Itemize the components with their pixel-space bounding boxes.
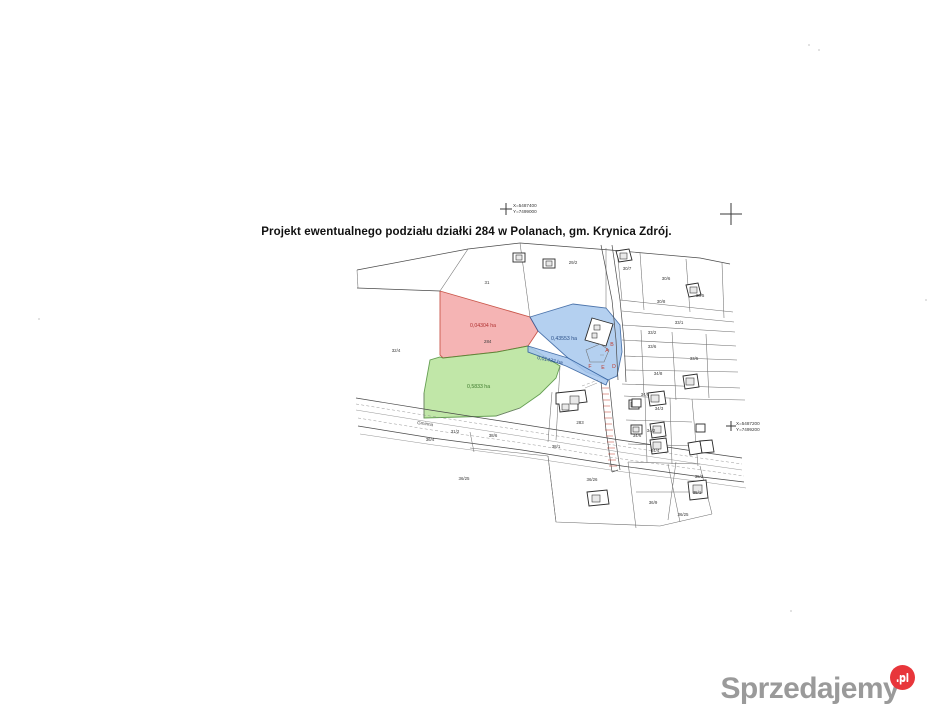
scan-speckle <box>38 318 40 320</box>
parcel-number-label: 33/5 <box>690 356 699 361</box>
scan-speckle <box>808 44 810 46</box>
coordinate-label-right: X=5487200 Y=7499200 <box>736 421 760 433</box>
building-symbol <box>687 479 709 501</box>
parcel-number-284: 284 <box>484 339 492 344</box>
parcel-number-label: 36/25 <box>678 512 690 517</box>
scan-speckle <box>818 49 820 51</box>
building-symbol <box>687 439 715 456</box>
watermark-sprzedajemy: Sprzedajemy .pl <box>720 665 915 706</box>
parcel-number-label: 34/5 <box>641 392 650 397</box>
building-symbol <box>584 317 614 347</box>
building-symbol <box>512 252 526 263</box>
coordinate-label-top: X=5487400 Y=7499000 <box>513 203 537 215</box>
parcel-number-labels: 31 32/4 29/2 30/7 30/6 30/5 30/8 33/1 33/2 33/6 33… <box>392 260 705 517</box>
page-title: Projekt ewentualnego podziału działki 28… <box>261 226 672 238</box>
watermark-text: Sprzedajemy <box>720 672 900 705</box>
parcel-number-label: 36/4 <box>426 437 435 442</box>
building-symbol <box>647 390 667 407</box>
building-symbol <box>649 421 667 439</box>
parcel-number-label: 32/4 <box>392 348 401 353</box>
parcel-number-label: 36/9 <box>649 500 658 505</box>
building-symbol <box>685 282 702 298</box>
building-symbol <box>631 398 642 408</box>
parcel-number-label: 34/6 <box>633 433 642 438</box>
scan-speckle <box>925 299 927 301</box>
parcel-number-label: 30/5 <box>696 293 705 298</box>
boundary-point-label: D <box>612 364 616 370</box>
boundary-point-label: A <box>605 348 609 354</box>
parcel-number-label: 34/2 <box>647 428 656 433</box>
parcel-number-label: 35/1 <box>693 490 702 495</box>
parcel-number-label: 33/1 <box>675 320 684 325</box>
parcel-number-label: 34/8 <box>654 371 663 376</box>
parcel-number-label: 30/6 <box>662 276 671 281</box>
area-label-blue: 0,43553 ha <box>551 336 577 342</box>
coordinate-cross-topright <box>720 203 742 225</box>
parcel-number-label: 283 <box>576 420 584 425</box>
coord-y-top: Y=7499000 <box>513 209 537 215</box>
parcel-number-label: 36/25 <box>459 476 471 481</box>
parcel-number-label: 38/6 <box>489 433 498 438</box>
parcel-number-label: 33/2 <box>648 330 657 335</box>
boundary-point-label: E <box>601 365 605 371</box>
building-symbol <box>586 489 610 507</box>
parcel-number-label: 33/6 <box>648 344 657 349</box>
building-symbol <box>695 423 706 433</box>
building-symbol <box>682 373 700 390</box>
coordinate-cross-right <box>726 421 736 431</box>
area-label-green: 0,5833 ha <box>467 384 490 390</box>
coord-y-right: Y=7499200 <box>736 427 760 433</box>
parcel-number-label: 30/7 <box>623 266 632 271</box>
building-symbol <box>630 424 643 435</box>
parcel-number-label: 38/1 <box>552 444 561 449</box>
parcel-number-label: 31 <box>485 280 490 285</box>
parcel-blue-strip-shape <box>527 345 609 386</box>
parcel-number-label: 36/26 <box>587 477 599 482</box>
coord-x-top: X=5487400 <box>513 203 537 208</box>
parcel-number-label: 35/2 <box>695 474 704 479</box>
coordinate-cross-top <box>500 203 512 215</box>
boundary-point-label: F <box>588 364 591 370</box>
building-symbol <box>542 258 556 269</box>
parcel-number-label: 31/2 <box>451 429 460 434</box>
building-symbol <box>555 389 588 413</box>
road-name-label: Gminna <box>417 420 434 427</box>
area-label-red: 0,04304 ha <box>470 323 496 329</box>
area-label-blue-strip: 0,01432 ha <box>537 355 564 366</box>
boundary-point-label: B <box>610 342 614 348</box>
boundary-point-labels: F E D AB <box>588 342 616 371</box>
watermark-badge: .pl <box>890 665 915 690</box>
building-symbol <box>615 248 633 263</box>
building-symbol <box>649 437 669 455</box>
parcel-number-label: 34/3 <box>655 406 664 411</box>
coord-x-right: X=5487200 <box>736 421 760 426</box>
scan-speckle <box>790 610 792 612</box>
parcel-number-label: 34/4 <box>651 448 660 453</box>
parcel-number-label: 30/8 <box>657 299 666 304</box>
parcel-number-label: 29/2 <box>569 260 578 265</box>
